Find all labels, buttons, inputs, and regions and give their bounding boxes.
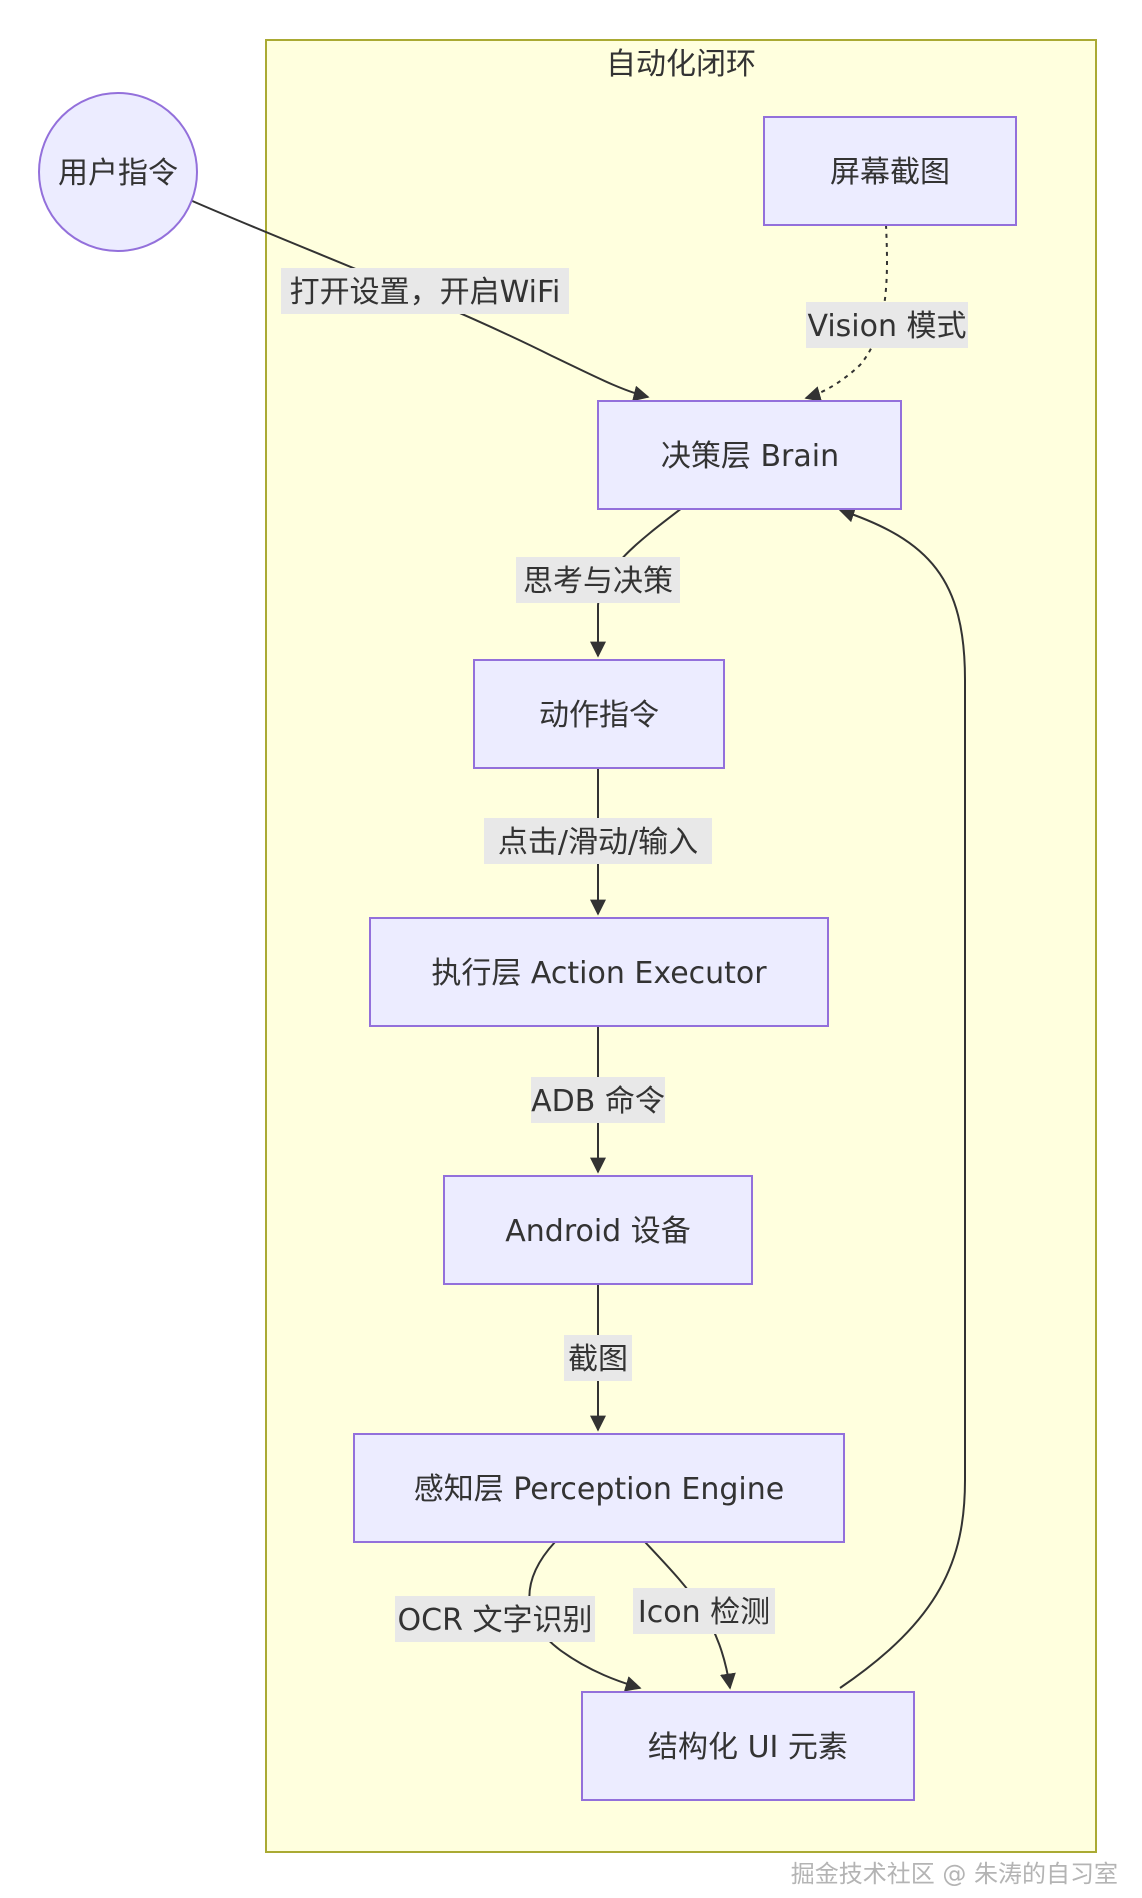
node-shape (763, 116, 1017, 226)
node-label: 感知层 Perception Engine (414, 1472, 785, 1507)
nodes: 用户指令 屏幕截图 决策层 Brain 动作指令 执行层 Action Exec… (38, 92, 1017, 1801)
edge-label-bg (531, 1077, 665, 1123)
node-label: 执行层 Action Executor (431, 956, 767, 991)
node-shape (38, 92, 198, 252)
node-android[interactable]: Android 设备 (443, 1175, 753, 1285)
edge-label-perception-to-ui-icon: Icon 检测 (633, 1588, 775, 1634)
edge-label-text: 打开设置，开启WiFi (290, 275, 561, 310)
node-label: 用户指令 (58, 156, 178, 191)
node-action-command[interactable]: 动作指令 (473, 659, 725, 769)
watermark: 掘金技术社区 @ 朱涛的自习室 (791, 1860, 1118, 1888)
edge-label-bg (806, 302, 968, 348)
edge-screenshot-to-brain (804, 224, 888, 402)
edge-label-text: OCR 文字识别 (398, 1603, 593, 1638)
edge-label-bg (564, 1335, 632, 1381)
edge-label-executor-to-android: ADB 命令 (531, 1077, 665, 1123)
node-label: 决策层 Brain (661, 439, 839, 474)
node-user-command[interactable]: 用户指令 (38, 92, 198, 252)
node-executor[interactable]: 执行层 Action Executor (369, 917, 829, 1027)
edge-label-bg (281, 268, 569, 314)
node-brain[interactable]: 决策层 Brain (597, 400, 902, 510)
edge-label-action-to-executor: 点击/滑动/输入 (484, 818, 712, 864)
node-shape (443, 1175, 753, 1285)
node-shape (353, 1433, 845, 1543)
node-perception[interactable]: 感知层 Perception Engine (353, 1433, 845, 1543)
edge-label-text: Vision 模式 (807, 309, 966, 344)
edge-perception-to-ui-ocr (528, 1541, 642, 1692)
node-label: 动作指令 (539, 698, 659, 733)
edge-label-bg (516, 557, 680, 603)
edge-label-screenshot-to-brain: Vision 模式 (806, 302, 968, 348)
node-label: 结构化 UI 元素 (648, 1730, 848, 1765)
node-ui-elements[interactable]: 结构化 UI 元素 (581, 1691, 915, 1801)
node-shape (369, 917, 829, 1027)
edge-user-to-brain (189, 199, 650, 402)
node-shape (473, 659, 725, 769)
node-screenshot[interactable]: 屏幕截图 (763, 116, 1017, 226)
node-shape (581, 1691, 915, 1801)
edge-label-text: ADB 命令 (531, 1084, 665, 1119)
edge-label-user-to-brain: 打开设置，开启WiFi (281, 268, 569, 314)
edge-label-android-to-perception: 截图 (564, 1335, 632, 1381)
edge-label-perception-to-ui-ocr: OCR 文字识别 (395, 1596, 595, 1642)
edge-label-text: 点击/滑动/输入 (498, 825, 698, 860)
node-shape (597, 400, 902, 510)
edge-labels: 打开设置，开启WiFi Vision 模式 思考与决策 点击/滑动/输入 ADB… (281, 268, 968, 1642)
edge-ui-to-brain (838, 506, 966, 1689)
edge-label-bg (395, 1596, 595, 1642)
edge-label-bg (484, 818, 712, 864)
edge-label-text: 思考与决策 (523, 564, 673, 599)
node-label: Android 设备 (505, 1214, 691, 1249)
edge-label-text: Icon 检测 (638, 1595, 770, 1630)
node-label: 屏幕截图 (830, 155, 950, 190)
edge-label-bg (633, 1588, 775, 1634)
edge-label-text: 截图 (568, 1342, 628, 1377)
edge-label-brain-to-action: 思考与决策 (516, 557, 680, 603)
cluster-title: 自动化闭环 (606, 47, 756, 82)
